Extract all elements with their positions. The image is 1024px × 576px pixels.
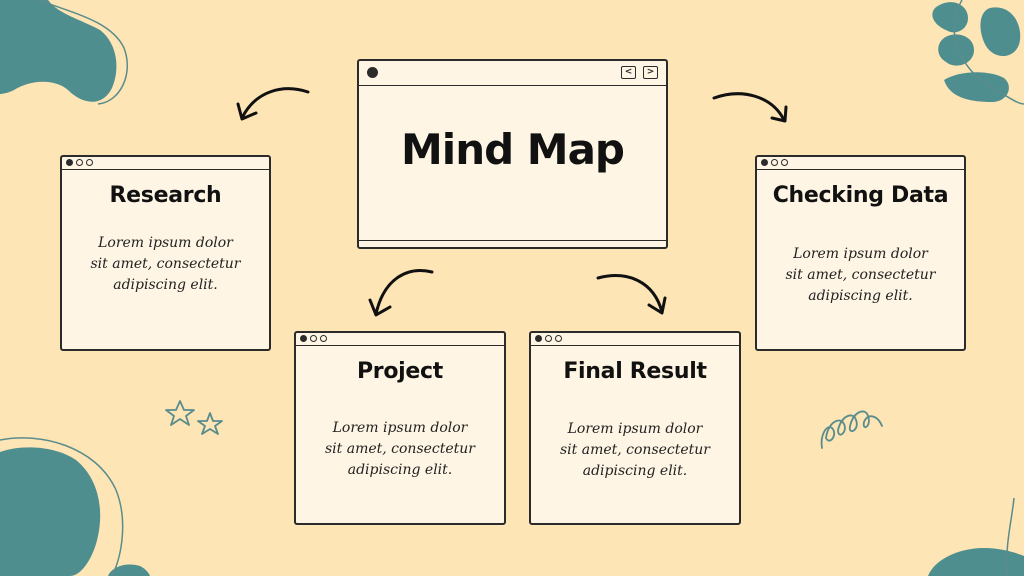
card-checking-data: Checking Data Lorem ipsum dolor sit amet…	[755, 155, 966, 351]
star-doodle-1	[165, 400, 195, 426]
window-dot-icon	[771, 159, 778, 166]
card-body-line: adipiscing elit.	[582, 463, 688, 479]
card-project: Project Lorem ipsum dolor sit amet, cons…	[294, 331, 506, 525]
card-body: Lorem ipsum dolor sit amet, consectetur …	[767, 244, 954, 307]
window-dot-icon	[545, 335, 552, 342]
outline-curve-top-left	[39, 0, 128, 105]
card-title: Checking Data	[772, 183, 949, 208]
teal-blob-bottom-left	[0, 447, 101, 576]
card-body: Lorem ipsum dolor sit amet, consectetur …	[541, 419, 729, 482]
card-body-line: sit amet, consectetur	[90, 256, 241, 272]
outline-curve-bottom-right	[1006, 497, 1015, 576]
outline-curve-bottom-left	[0, 437, 124, 576]
card-body-line: Lorem ipsum dolor	[567, 421, 703, 437]
card-final-result: Final Result Lorem ipsum dolor sit amet,…	[529, 331, 741, 525]
card-body-line: sit amet, consectetur	[559, 442, 710, 458]
card-body-line: sit amet, consectetur	[324, 441, 475, 457]
teal-blob-bottom-left-small	[108, 564, 150, 576]
arrows	[236, 87, 788, 317]
card-title: Project	[356, 359, 443, 384]
arrow-to-final-result-head	[647, 296, 667, 315]
mind-map-window: < > Mind Map	[357, 59, 668, 249]
card-body-line: sit amet, consectetur	[785, 267, 936, 283]
card-titlebar	[62, 157, 269, 170]
arrow-to-final-result	[596, 274, 664, 314]
arrow-to-project	[374, 269, 434, 316]
card-title: Research	[109, 183, 222, 208]
chevron-right-icon[interactable]: >	[643, 66, 658, 79]
card-title: Final Result	[563, 359, 707, 384]
card-titlebar	[531, 333, 739, 346]
window-dot-icon	[76, 159, 83, 166]
teal-blob-top-right-3	[938, 34, 974, 66]
teal-blob-top-right-1	[932, 2, 968, 33]
window-dot-icon	[555, 335, 562, 342]
card-body-line: Lorem ipsum dolor	[793, 246, 928, 262]
card-body: Lorem ipsum dolor sit amet, consectetur …	[72, 233, 259, 296]
arrow-to-checking-data-head	[770, 105, 788, 123]
teal-blob-top-right-4	[944, 72, 1009, 102]
main-window-bottom-line	[359, 240, 666, 241]
window-dot-icon	[535, 335, 542, 342]
window-dot-icon	[300, 335, 307, 342]
card-body-line: adipiscing elit.	[808, 288, 913, 304]
window-dot-icon	[310, 335, 317, 342]
card-research: Research Lorem ipsum dolor sit amet, con…	[60, 155, 271, 351]
window-dot-icon	[320, 335, 327, 342]
teal-blob-bottom-right	[928, 548, 1024, 576]
arrow-to-checking-data	[712, 92, 786, 122]
arrow-to-research-head	[236, 102, 258, 121]
window-dot-icon	[781, 159, 788, 166]
window-dot-icon	[761, 159, 768, 166]
arrow-to-project-head	[368, 298, 392, 317]
card-body-line: Lorem ipsum dolor	[98, 235, 233, 251]
teal-blob-top-left	[0, 0, 117, 102]
card-body-line: adipiscing elit.	[347, 462, 453, 478]
arrow-to-research	[240, 87, 310, 120]
window-dot-icon	[86, 159, 93, 166]
star-doodle-2	[197, 412, 223, 435]
card-body-line: adipiscing elit.	[113, 277, 218, 293]
page-title: Mind Map	[401, 125, 625, 174]
main-titlebar: < >	[359, 61, 666, 86]
card-titlebar	[757, 157, 964, 170]
outline-curve-top-right	[953, 0, 1024, 105]
card-body: Lorem ipsum dolor sit amet, consectetur …	[306, 418, 494, 481]
window-dot-icon	[367, 67, 378, 78]
card-titlebar	[296, 333, 504, 346]
teal-blob-top-right-2	[980, 7, 1021, 57]
window-dot-icon	[66, 159, 73, 166]
card-body-line: Lorem ipsum dolor	[332, 420, 468, 436]
chevron-left-icon[interactable]: <	[621, 66, 636, 79]
loop-squiggle-doodle	[820, 410, 883, 449]
